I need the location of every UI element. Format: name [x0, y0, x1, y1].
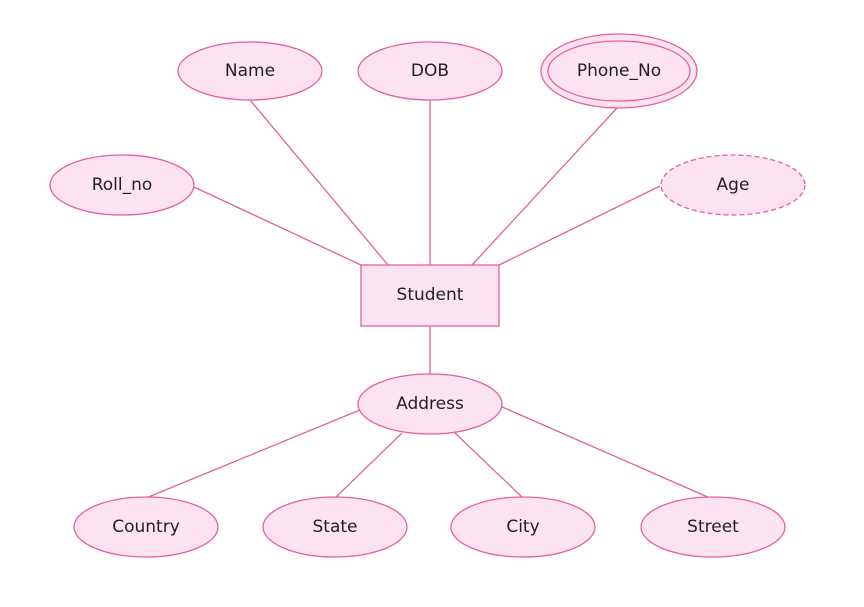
connector-address-street [499, 405, 711, 499]
connector-name-student [249, 99, 389, 266]
attribute-phone-no: Phone_No [540, 33, 698, 109]
attribute-phone-no-label: Phone_No [577, 61, 661, 81]
connectors [145, 99, 711, 499]
attribute-dob-shape [357, 41, 503, 101]
attribute-phone-no-inner [547, 40, 691, 102]
connector-address-state [334, 432, 403, 499]
attribute-age: Age [660, 154, 806, 216]
attribute-name-shape [177, 41, 323, 101]
attribute-phone-no-outer [540, 33, 698, 109]
entity-student-label: Student [397, 285, 464, 305]
entity-student: Student [360, 264, 500, 327]
attribute-address: Address [357, 373, 503, 435]
attribute-street: Street [640, 496, 786, 558]
attribute-roll-no: Roll_no [49, 154, 195, 216]
attribute-city: City [450, 496, 596, 558]
attribute-dob: DOB [357, 41, 503, 101]
attribute-address-shape [357, 373, 503, 435]
connector-roll-student [193, 186, 362, 266]
attribute-country-label: Country [112, 517, 180, 537]
connector-address-country [145, 409, 361, 499]
attribute-state-shape [262, 496, 408, 558]
attribute-state: State [262, 496, 408, 558]
attribute-dob-label: DOB [411, 61, 449, 81]
attribute-name: Name [177, 41, 323, 101]
attribute-state-label: State [313, 517, 358, 537]
attribute-address-label: Address [396, 394, 464, 414]
attribute-city-label: City [506, 517, 539, 537]
attribute-country: Country [73, 496, 219, 558]
attribute-name-label: Name [225, 61, 275, 81]
attribute-roll-no-label: Roll_no [92, 175, 153, 195]
attribute-age-label: Age [717, 175, 750, 195]
connector-phone-student [471, 107, 618, 266]
attribute-street-shape [640, 496, 786, 558]
attribute-country-shape [73, 496, 219, 558]
connector-address-city [454, 432, 524, 499]
attribute-city-shape [450, 496, 596, 558]
connector-age-student [498, 185, 661, 266]
attribute-age-shape [660, 154, 806, 216]
attribute-street-label: Street [687, 517, 739, 537]
entity-student-shape [360, 264, 500, 327]
attribute-roll-no-shape [49, 154, 195, 216]
